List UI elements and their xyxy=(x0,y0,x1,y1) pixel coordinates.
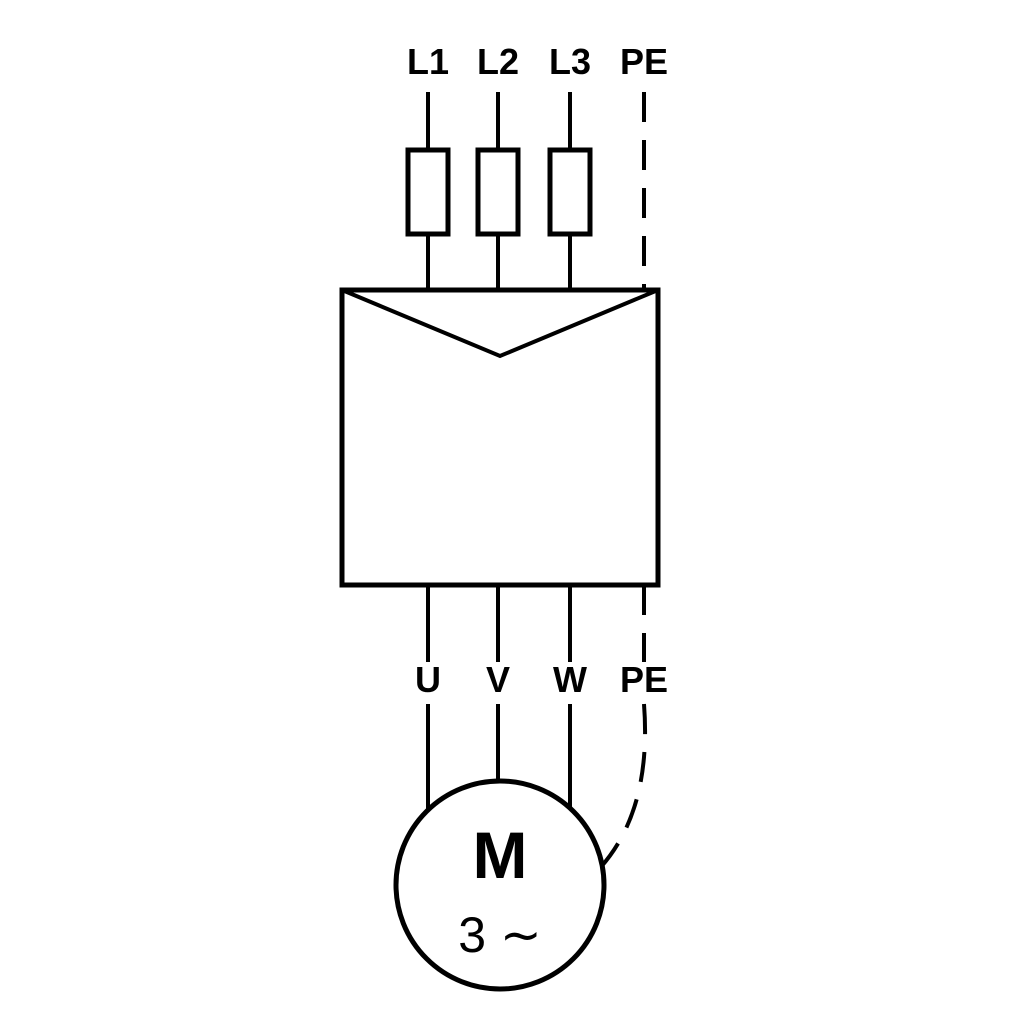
terminal-label-l1: L1 xyxy=(407,41,449,82)
motor-label: M xyxy=(473,818,528,892)
device-box-notch xyxy=(341,288,659,359)
terminal-label-l3: L3 xyxy=(549,41,591,82)
motor-circle xyxy=(393,778,607,992)
terminal-label-w: W xyxy=(553,659,587,700)
fuse-l2 xyxy=(475,147,521,237)
fuse-l1 xyxy=(405,147,451,237)
pe-wire-to-motor xyxy=(598,703,648,870)
terminal-label-l2: L2 xyxy=(477,41,519,82)
terminal-label-v: V xyxy=(486,659,510,700)
fuse-l3 xyxy=(547,147,593,237)
terminal-label-pe-bottom: PE xyxy=(620,659,668,700)
motor-phase-label: 3 ∼ xyxy=(458,907,542,963)
device-box xyxy=(339,287,661,588)
terminal-label-pe-top: PE xyxy=(620,41,668,82)
terminal-label-u: U xyxy=(415,659,441,700)
